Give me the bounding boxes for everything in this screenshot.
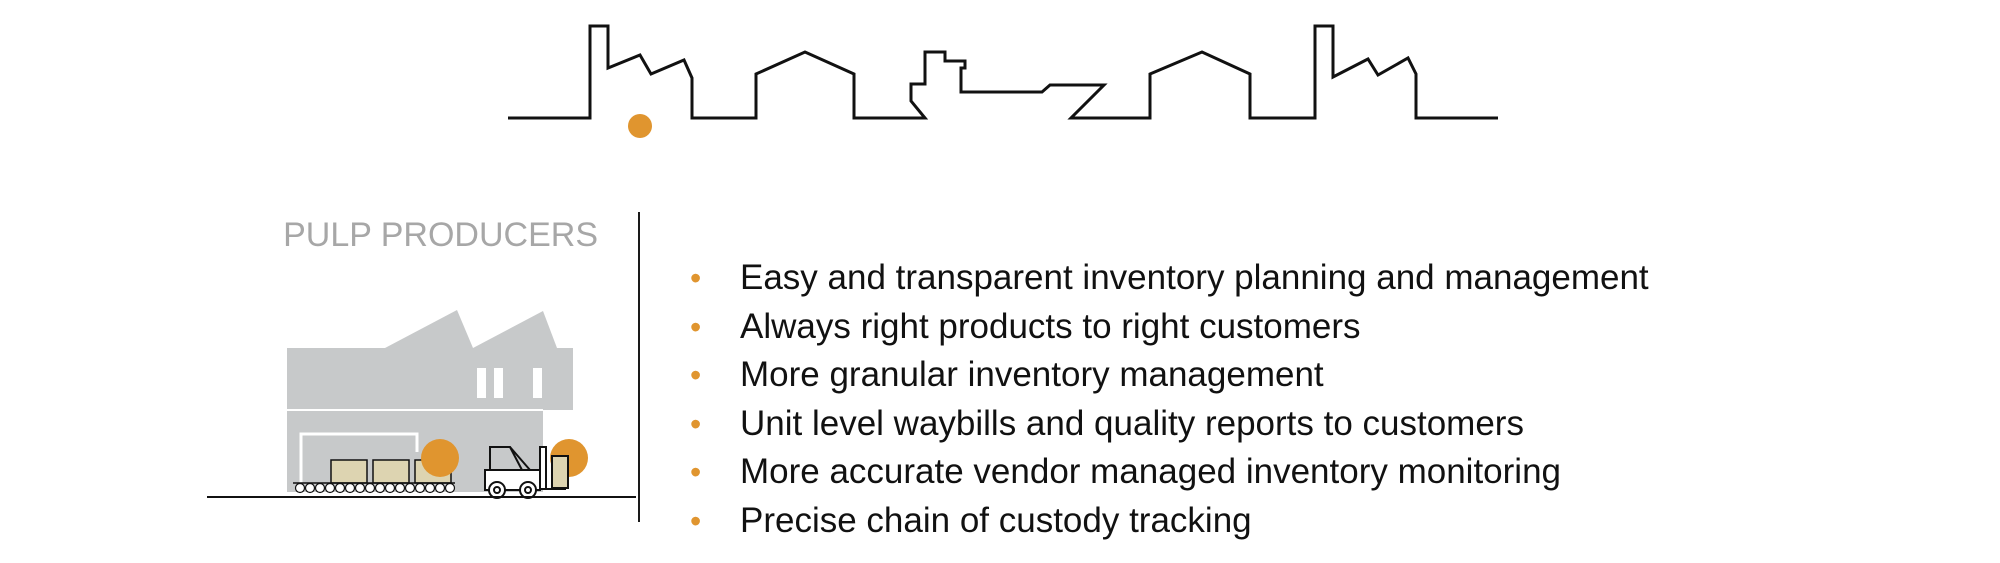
benefit-text: Unit level waybills and quality reports … <box>740 403 1524 443</box>
benefit-text: Precise chain of custody tracking <box>740 500 1252 540</box>
bullet-dot-icon: • <box>690 357 702 394</box>
section-title: PULP PRODUCERS <box>283 216 598 254</box>
bullet-dot-icon: • <box>690 260 702 296</box>
bullet-dot-icon: • <box>690 405 702 442</box>
accent-dot <box>628 114 652 138</box>
warehouse-factory-icon <box>207 310 636 499</box>
vertical-divider <box>638 212 640 522</box>
benefit-text: More accurate vendor managed inventory m… <box>740 452 1561 492</box>
benefit-text: Easy and transparent inventory planning … <box>740 258 1649 297</box>
bullet-dot-icon: • <box>690 502 702 539</box>
benefit-text: More granular inventory management <box>740 355 1324 395</box>
forklift-icon <box>484 446 569 499</box>
benefit-text: Always right products to right customers <box>740 306 1361 346</box>
industrial-skyline-icon <box>508 24 1498 138</box>
bullet-dot-icon: • <box>690 454 702 491</box>
bullet-dot-icon: • <box>690 308 702 345</box>
